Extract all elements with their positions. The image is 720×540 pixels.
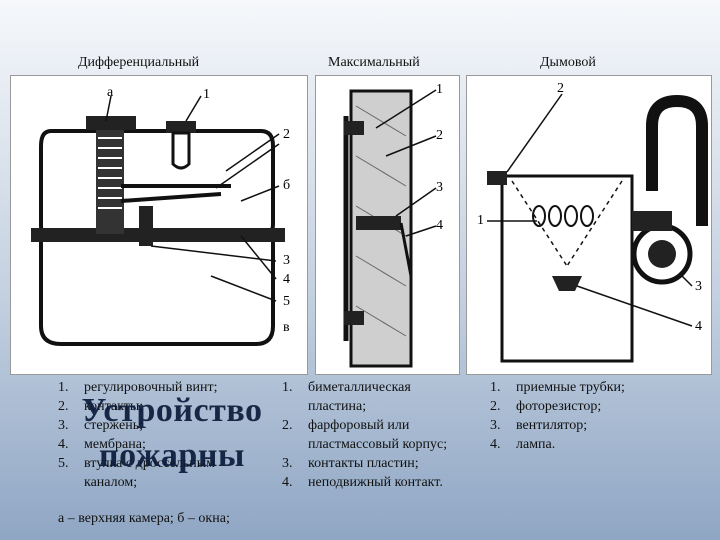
diff-label-2: 2: [283, 127, 290, 142]
list-item: 2.фарфоровый или: [282, 418, 410, 433]
max-label-1: 1: [436, 82, 443, 97]
smoke-label-3: 3: [695, 279, 702, 294]
list-item: 2.фоторезистор;: [490, 399, 602, 414]
list-item: 5.втулка с дроссельным: [58, 456, 215, 471]
diff-label-3: 3: [283, 253, 290, 268]
diagram-maximal: 1 2 3 4: [315, 75, 460, 375]
list-item: 3.стержень;: [58, 418, 144, 433]
smoke-label-1: 1: [477, 213, 484, 228]
list-smoke: 1.приемные трубки; 2.фоторезистор; 3.вен…: [490, 378, 710, 454]
diff-label-a: а: [107, 85, 114, 100]
list-item: 4.мембрана;: [58, 437, 146, 452]
max-label-4: 4: [436, 218, 443, 233]
list-item: 1.приемные трубки;: [490, 380, 625, 395]
smoke-label-4: 4: [695, 319, 702, 334]
caption: а – верхняя камера; б – окна;: [58, 511, 230, 526]
list-item: 3.вентилятор;: [490, 418, 588, 433]
diff-label-5: 5: [283, 294, 290, 309]
diagram-differential: а 1 2 б 3 4 5 в: [10, 75, 308, 375]
list-item: пластмассовый корпус;: [308, 437, 448, 452]
list-item: 3.контакты пластин;: [282, 456, 419, 471]
slide-title: Устройство пожарны: [81, 392, 263, 474]
list-maximal: 1.биметаллическая пластина; 2.фарфоровый…: [282, 378, 522, 492]
list-item: 2.контакты;: [58, 399, 144, 414]
list-item: 4.неподвижный контакт.: [282, 475, 443, 490]
maximal-detector-drawing: 1 2 3 4: [343, 82, 443, 368]
smoke-detector-drawing: 2 1 3 4: [477, 81, 708, 363]
header-smoke: Дымовой: [540, 55, 596, 70]
diagram-smoke: 2 1 3 4: [466, 75, 712, 375]
max-label-2: 2: [436, 128, 443, 143]
list-item: 4.лампа.: [490, 437, 556, 452]
diff-label-b: б: [283, 178, 290, 193]
header-maximal: Максимальный: [328, 55, 420, 70]
list-item: пластина;: [308, 399, 367, 414]
diff-label-v: в: [283, 320, 290, 335]
list-item: 1.биметаллическая: [282, 380, 411, 395]
differential-detector-drawing: а 1 2 б 3 4 5 в: [31, 85, 290, 346]
max-label-3: 3: [436, 180, 443, 195]
list-differential: 1.регулировочный винт; 2.контакты; 3.сте…: [58, 378, 298, 492]
list-item: 1.регулировочный винт;: [58, 380, 218, 395]
header-differential: Дифференциальный: [78, 55, 200, 70]
diff-label-1: 1: [203, 87, 210, 102]
list-item: каналом;: [84, 475, 138, 490]
smoke-label-2: 2: [557, 81, 564, 96]
diff-label-4: 4: [283, 272, 290, 287]
